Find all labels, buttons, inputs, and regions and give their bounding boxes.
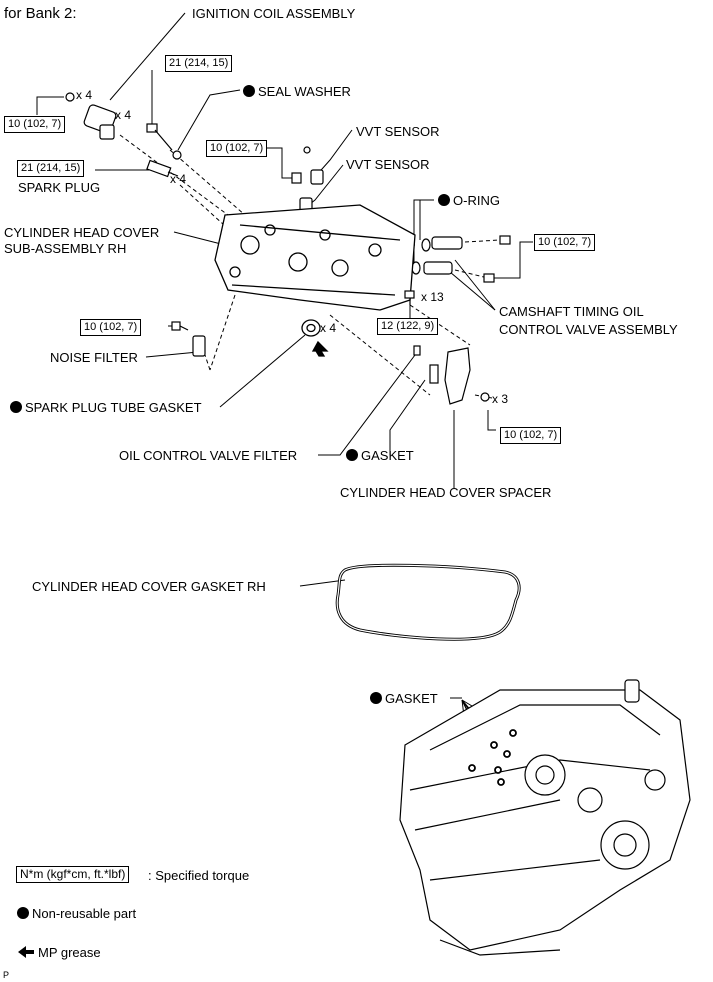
leader-tube-gasket xyxy=(219,334,306,408)
cover-gasket-drawing xyxy=(335,563,521,641)
ignition-coil-drawing xyxy=(65,92,117,140)
qty-coil-bolt: x 4 xyxy=(76,88,93,102)
footer-code: P xyxy=(3,970,10,980)
page-title: for Bank 2: xyxy=(4,5,77,22)
label-o-ring-text: O-RING xyxy=(453,193,500,208)
cylinder-head-cover-drawing xyxy=(214,204,416,311)
nonreusable-icon xyxy=(438,194,450,206)
qty-cover-bolt: x 13 xyxy=(421,290,444,304)
label-spacer: CYLINDER HEAD COVER SPACER xyxy=(340,485,552,500)
cover-bolt-drawing xyxy=(404,290,415,305)
label-cover-sub-1: CYLINDER HEAD COVER xyxy=(4,225,160,240)
nonreusable-icon xyxy=(243,85,255,97)
leader-noise-filter xyxy=(145,351,199,358)
torque-cam-valve: 10 (102, 7) xyxy=(534,234,596,251)
label-camshaft-2: CONTROL VALVE ASSEMBLY xyxy=(499,322,678,337)
label-vvt-sensor-2: VVT SENSOR xyxy=(346,157,430,172)
leader-oil-filter xyxy=(318,354,416,456)
legend-nonreusable-text: Non-reusable part xyxy=(32,906,137,921)
qty-spark-plug: x 4 xyxy=(170,172,187,186)
leader-ignition-coil xyxy=(109,12,186,101)
nonreusable-icon xyxy=(10,401,22,413)
torque-coil-bolt: 10 (102, 7) xyxy=(4,116,66,133)
legend-grease: MP grease xyxy=(38,945,101,960)
tube-gasket-drawing xyxy=(301,319,329,357)
torque-seal-bolt: 21 (214, 15) xyxy=(165,55,233,72)
label-engine-gasket: GASKET xyxy=(370,691,438,706)
torque-spacer-bolt: 10 (102, 7) xyxy=(500,427,562,444)
torque-spark-plug: 21 (214, 15) xyxy=(17,160,85,177)
qty-coil: x 4 xyxy=(115,108,132,122)
leader-cover-gasket xyxy=(299,579,346,587)
noise-filter-drawing xyxy=(171,321,206,357)
label-seal-washer: SEAL WASHER xyxy=(243,84,351,99)
label-gasket: GASKET xyxy=(346,448,414,463)
label-engine-gasket-text: GASKET xyxy=(385,691,438,706)
leader-cam-valve xyxy=(454,259,496,311)
label-oil-filter: OIL CONTROL VALVE FILTER xyxy=(119,448,298,463)
leader-coil-bolt xyxy=(36,96,64,115)
label-seal-washer-text: SEAL WASHER xyxy=(258,84,351,99)
legend-torque-box: N*m (kgf*cm, ft.*lbf) xyxy=(16,866,130,883)
qty-spacer-bolt: x 3 xyxy=(492,392,509,406)
seal-bolt-drawing xyxy=(146,123,182,160)
leader-o-ring xyxy=(413,199,434,270)
leader-spacer-bolt xyxy=(487,410,496,431)
label-ignition-coil: IGNITION COIL ASSEMBLY xyxy=(192,6,356,21)
leader-gasket xyxy=(389,379,426,455)
label-tube-gasket: SPARK PLUG TUBE GASKET xyxy=(10,400,202,415)
label-tube-gasket-text: SPARK PLUG TUBE GASKET xyxy=(25,400,202,415)
leader-cam-box xyxy=(490,241,533,279)
nonreusable-icon xyxy=(17,907,29,919)
label-spark-plug: SPARK PLUG xyxy=(18,180,101,195)
leader-seal-washer xyxy=(177,89,241,151)
label-camshaft-1: CAMSHAFT TIMING OIL xyxy=(499,304,644,319)
camshaft-valve-drawing xyxy=(411,235,511,283)
vvt-sensor-drawing xyxy=(291,146,324,215)
torque-vvt: 10 (102, 7) xyxy=(206,140,268,157)
label-cover-gasket: CYLINDER HEAD COVER GASKET RH xyxy=(32,579,266,594)
engine-drawing xyxy=(399,679,691,956)
leader-cam-valve-2 xyxy=(449,271,496,311)
spark-plug-drawing xyxy=(146,159,179,178)
legend-nonreusable: Non-reusable part xyxy=(17,906,136,921)
nonreusable-icon xyxy=(346,449,358,461)
label-noise-filter: NOISE FILTER xyxy=(50,350,138,365)
leader-cover-sub xyxy=(173,231,226,246)
qty-tube-gasket: x 4 xyxy=(320,321,337,335)
label-vvt-sensor-1: VVT SENSOR xyxy=(356,124,440,139)
label-o-ring: O-RING xyxy=(438,193,500,208)
grease-arrow-icon xyxy=(18,946,34,958)
nonreusable-icon xyxy=(370,692,382,704)
label-cover-sub-2: SUB-ASSEMBLY RH xyxy=(4,241,127,256)
torque-noise-filter: 10 (102, 7) xyxy=(80,319,142,336)
leader-vvt-box xyxy=(265,147,296,179)
label-gasket-text: GASKET xyxy=(361,448,414,463)
legend-torque-text: : Specified torque xyxy=(148,868,250,883)
spacer-drawing xyxy=(413,345,490,405)
torque-cover-bolt: 12 (122, 9) xyxy=(377,318,439,335)
